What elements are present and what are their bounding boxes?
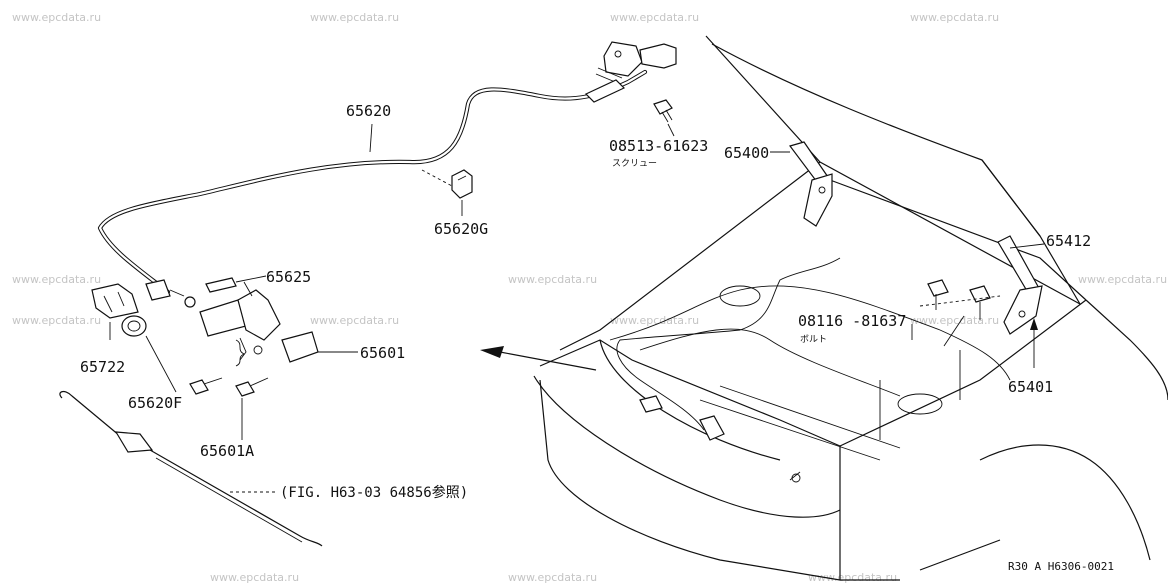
part-label-bumper: 65722 (80, 358, 125, 376)
bracket-clip-icon (205, 275, 267, 293)
watermark: www.epcdata.ru (310, 314, 399, 327)
part-label-bracket-clip: 65625 (266, 268, 311, 286)
part-label-lock: 65601 (360, 344, 405, 362)
watermark: www.epcdata.ru (610, 314, 699, 327)
hood-support-rod (59, 390, 323, 547)
part-label-bolt-jp: ボルト (800, 334, 827, 345)
watermark: www.epcdata.ru (12, 273, 101, 286)
direction-arrow-icon (480, 346, 597, 371)
part-label-hinge-left: 65400 (724, 144, 769, 162)
part-label-bolt: 08116 -81637 (798, 312, 906, 330)
part-label-screw: 08513-61623 (609, 137, 708, 155)
watermark: www.epcdata.ru (808, 571, 897, 584)
cable-lower-end (145, 279, 196, 308)
part-label-cable: 65620 (346, 102, 391, 120)
hood-release-cable (97, 69, 648, 295)
part-label-hinge-right: 65412 (1046, 232, 1091, 250)
hood-bumper-icon (91, 283, 139, 319)
watermark: www.epcdata.ru (210, 571, 299, 584)
hood-hinge-right-icon (997, 235, 1043, 335)
cable-handle-bracket (584, 41, 677, 103)
part-label-clip: 65620G (434, 220, 488, 238)
screw-icon (653, 99, 673, 123)
cable-clip-icon (451, 169, 473, 199)
hood-hinge-left-icon (788, 141, 833, 227)
watermark: www.epcdata.ru (910, 11, 999, 24)
car-body (533, 35, 1168, 581)
part-label-lock-bolt: 65601A (200, 442, 254, 460)
watermark: www.epcdata.ru (12, 314, 101, 327)
watermark: www.epcdata.ru (508, 273, 597, 286)
watermark: www.epcdata.ru (310, 11, 399, 24)
grommet-icon (121, 315, 147, 337)
diagram-code: R30 A H6306-0021 (1008, 560, 1114, 573)
watermark: www.epcdata.ru (12, 11, 101, 24)
hood-lock-icon (199, 281, 319, 367)
bolt-icon (919, 279, 1001, 320)
watermark-layer: www.epcdata.ru www.epcdata.ru www.epcdat… (12, 11, 1167, 584)
watermark: www.epcdata.ru (910, 314, 999, 327)
watermark: www.epcdata.ru (610, 11, 699, 24)
lock-bolt-icon (189, 377, 269, 397)
part-label-grommet: 65620F (128, 394, 182, 412)
part-label-screw-jp: スクリュー (612, 158, 657, 169)
part-label-hinge-lower: 65401 (1008, 378, 1053, 396)
watermark: www.epcdata.ru (1078, 273, 1167, 286)
reference-note: (FIG. H63-03 64856参照) (280, 484, 468, 501)
watermark: www.epcdata.ru (508, 571, 597, 584)
